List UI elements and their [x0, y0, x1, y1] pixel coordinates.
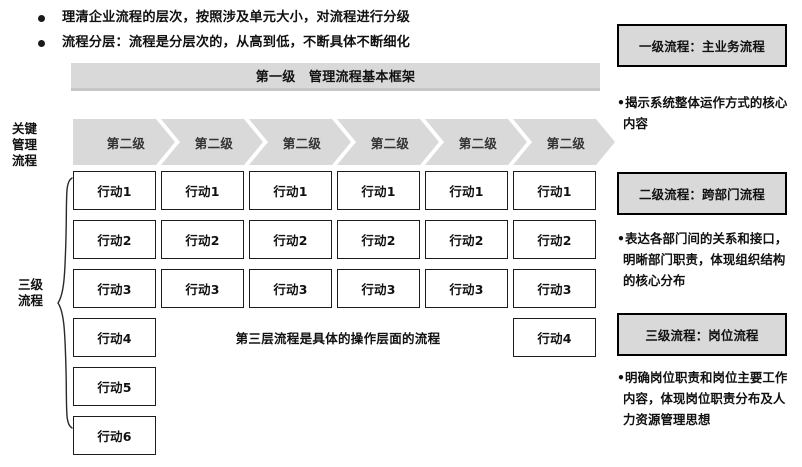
action-cell-label: 行动1	[273, 184, 308, 199]
action-cell[interactable]: 行动2	[249, 220, 332, 259]
chevron-label: 第二级	[370, 135, 410, 151]
side-note-level3: •明确岗位职责和岗位主要工作内容，体现岗位职责分布及人力资源管理思想	[617, 370, 788, 427]
action-cell[interactable]: 行动1	[161, 171, 244, 210]
side-box-title: 三级流程：岗位流程	[645, 327, 759, 343]
level2-chevron-row: 第二级 第二级 第二级 第二级 第二级 第二级	[73, 119, 615, 165]
action-cell[interactable]: 行动2	[337, 220, 420, 259]
action-cell[interactable]: 行动4	[73, 318, 156, 357]
list-item: 理清企业流程的层次，按照涉及单元大小，对流程进行分级	[38, 8, 598, 28]
chevron-level2-2[interactable]: 第二级	[161, 119, 263, 165]
side-note-level1: •揭示系统整体运作方式的核心内容	[617, 95, 788, 131]
bullet-dot-icon	[38, 40, 45, 47]
bullet-dot-icon	[38, 15, 45, 22]
action-cell-label: 行动2	[97, 233, 132, 248]
action-cell[interactable]: 行动2	[513, 220, 596, 259]
action-cell-label: 行动2	[537, 233, 572, 248]
action-cell-label: 行动2	[449, 233, 484, 248]
grid-center-note: 第三层流程是具体的操作层面的流程	[173, 318, 503, 357]
action-cell[interactable]: 行动5	[73, 367, 156, 406]
action-cell[interactable]: 行动2	[161, 220, 244, 259]
action-cell-label: 行动3	[537, 282, 572, 297]
bullet-text: 理清企业流程的层次，按照涉及单元大小，对流程进行分级	[62, 10, 411, 25]
action-cell-label: 行动1	[185, 184, 220, 199]
action-cell[interactable]: 行动3	[73, 269, 156, 308]
action-cell-label: 行动6	[97, 429, 132, 444]
action-cell[interactable]: 行动4	[513, 318, 596, 357]
chevron-label: 第二级	[282, 135, 322, 151]
action-cell[interactable]: 行动3	[513, 269, 596, 308]
action-cell[interactable]: 行动1	[73, 171, 156, 210]
action-cell-label: 行动1	[449, 184, 484, 199]
side-box-title: 一级流程：主业务流程	[639, 38, 765, 54]
chevron-level2-6[interactable]: 第二级	[513, 119, 615, 165]
action-cell[interactable]: 行动6	[73, 416, 156, 455]
action-cell-label: 行动2	[185, 233, 220, 248]
table-row: 行动6	[73, 416, 596, 458]
action-grid: 行动1 行动1 行动1 行动1 行动1 行动1 行动2 行动2 行动2 行动2 …	[73, 171, 596, 465]
action-cell-label: 行动4	[97, 331, 132, 346]
chevron-level2-3[interactable]: 第二级	[249, 119, 351, 165]
action-cell[interactable]: 行动1	[513, 171, 596, 210]
side-note-level2: •表达各部门间的关系和接口，明晰部门职责，体现组织结构的核心分布	[617, 231, 788, 288]
action-cell[interactable]: 行动1	[425, 171, 508, 210]
side-box-level3: 三级流程：岗位流程	[617, 313, 787, 356]
table-row: 行动4 第三层流程是具体的操作层面的流程 行动4	[73, 318, 596, 360]
side-box-title: 二级流程：跨部门流程	[639, 186, 765, 202]
table-row: 行动5	[73, 367, 596, 409]
bullet-text: 流程分层：流程是分层次的，从高到低，不断具体不断细化	[62, 35, 411, 50]
chevron-label: 第二级	[458, 135, 498, 151]
side-box-level1: 一级流程：主业务流程	[617, 24, 787, 67]
action-cell-label: 行动3	[273, 282, 308, 297]
level1-banner: 第一级 管理流程基本框架	[71, 63, 600, 91]
table-row: 行动3 行动3 行动3 行动3 行动3 行动3	[73, 269, 596, 311]
chevron-label: 第二级	[106, 135, 146, 151]
axis-label-level3-process: 三级流程	[18, 277, 44, 308]
action-cell-label: 行动5	[97, 380, 132, 395]
chevron-level2-1[interactable]: 第二级	[73, 119, 175, 165]
action-cell-label: 行动1	[361, 184, 396, 199]
table-row: 行动1 行动1 行动1 行动1 行动1 行动1	[73, 171, 596, 213]
action-cell-label: 行动2	[273, 233, 308, 248]
action-cell[interactable]: 行动1	[249, 171, 332, 210]
action-cell[interactable]: 行动2	[425, 220, 508, 259]
chevron-label: 第二级	[546, 135, 586, 151]
action-cell-label: 行动3	[97, 282, 132, 297]
action-cell[interactable]: 行动3	[425, 269, 508, 308]
action-cell[interactable]: 行动2	[73, 220, 156, 259]
chevron-level2-5[interactable]: 第二级	[425, 119, 527, 165]
bullet-list: 理清企业流程的层次，按照涉及单元大小，对流程进行分级 流程分层：流程是分层次的，…	[38, 8, 598, 58]
action-cell-label: 行动1	[537, 184, 572, 199]
action-cell-label: 行动3	[185, 282, 220, 297]
chevron-label: 第二级	[194, 135, 234, 151]
action-cell-label: 行动3	[449, 282, 484, 297]
action-cell[interactable]: 行动3	[249, 269, 332, 308]
action-cell[interactable]: 行动3	[337, 269, 420, 308]
level1-banner-label: 第一级 管理流程基本框架	[255, 70, 416, 85]
action-cell[interactable]: 行动3	[161, 269, 244, 308]
table-row: 行动2 行动2 行动2 行动2 行动2 行动2	[73, 220, 596, 262]
axis-label-key-process: 关键管理流程	[12, 121, 38, 168]
action-cell-label: 行动4	[537, 331, 572, 346]
action-cell[interactable]: 行动1	[337, 171, 420, 210]
side-box-level2: 二级流程：跨部门流程	[617, 172, 787, 215]
action-cell-label: 行动2	[361, 233, 396, 248]
action-cell-label: 行动1	[97, 184, 132, 199]
action-cell-label: 行动3	[361, 282, 396, 297]
grid-center-note-label: 第三层流程是具体的操作层面的流程	[235, 331, 441, 346]
chevron-level2-4[interactable]: 第二级	[337, 119, 439, 165]
list-item: 流程分层：流程是分层次的，从高到低，不断具体不断细化	[38, 33, 598, 53]
